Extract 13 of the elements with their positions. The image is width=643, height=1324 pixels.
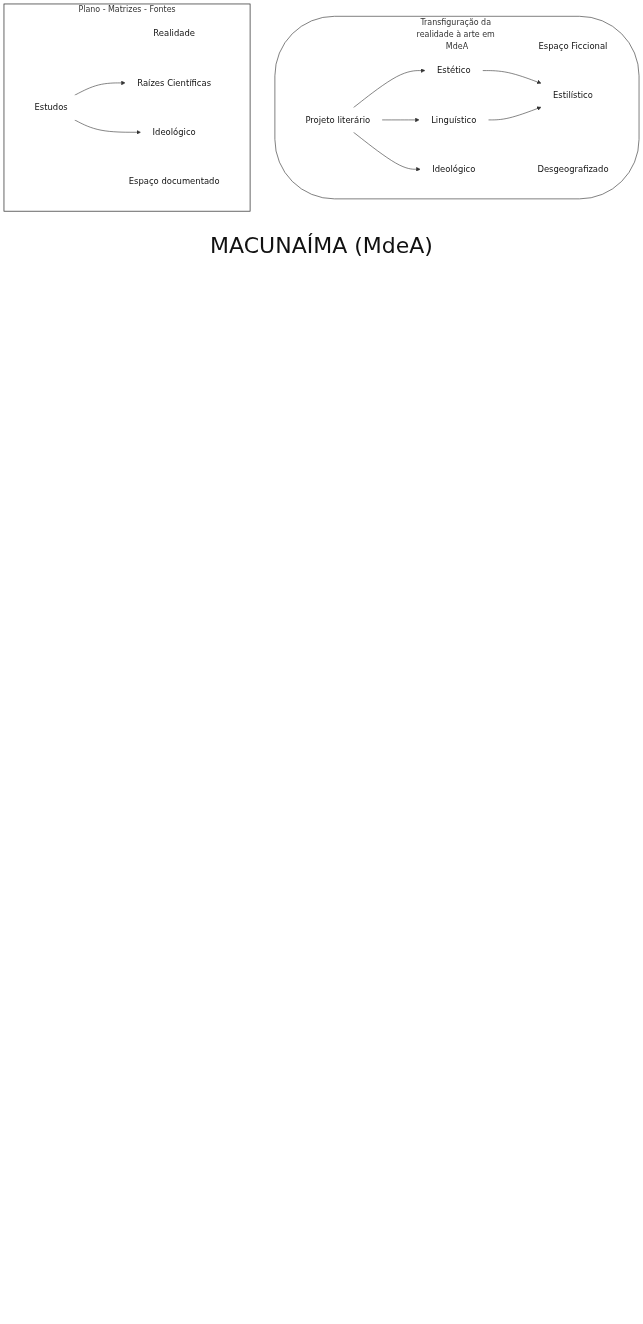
node-text: Ideológico (152, 126, 196, 137)
node-text: Raízes Científicas (137, 77, 212, 88)
node-text: Projeto literário (305, 114, 371, 125)
node-text: Estilístico (553, 89, 593, 100)
node-text: Espaço Ficcional (538, 40, 608, 51)
diagram-label: MACUNAÍMA (MdeA) (209, 233, 434, 259)
node-text: Ideológico (432, 163, 476, 174)
node-text: Linguístico (431, 114, 477, 125)
node-text: Estético (436, 65, 471, 76)
node-text: Realidade (153, 28, 195, 39)
node-text: Estudos (34, 102, 68, 113)
node-text: Espaço documentado (128, 176, 220, 187)
node-text: Desgeografizado (537, 163, 609, 174)
